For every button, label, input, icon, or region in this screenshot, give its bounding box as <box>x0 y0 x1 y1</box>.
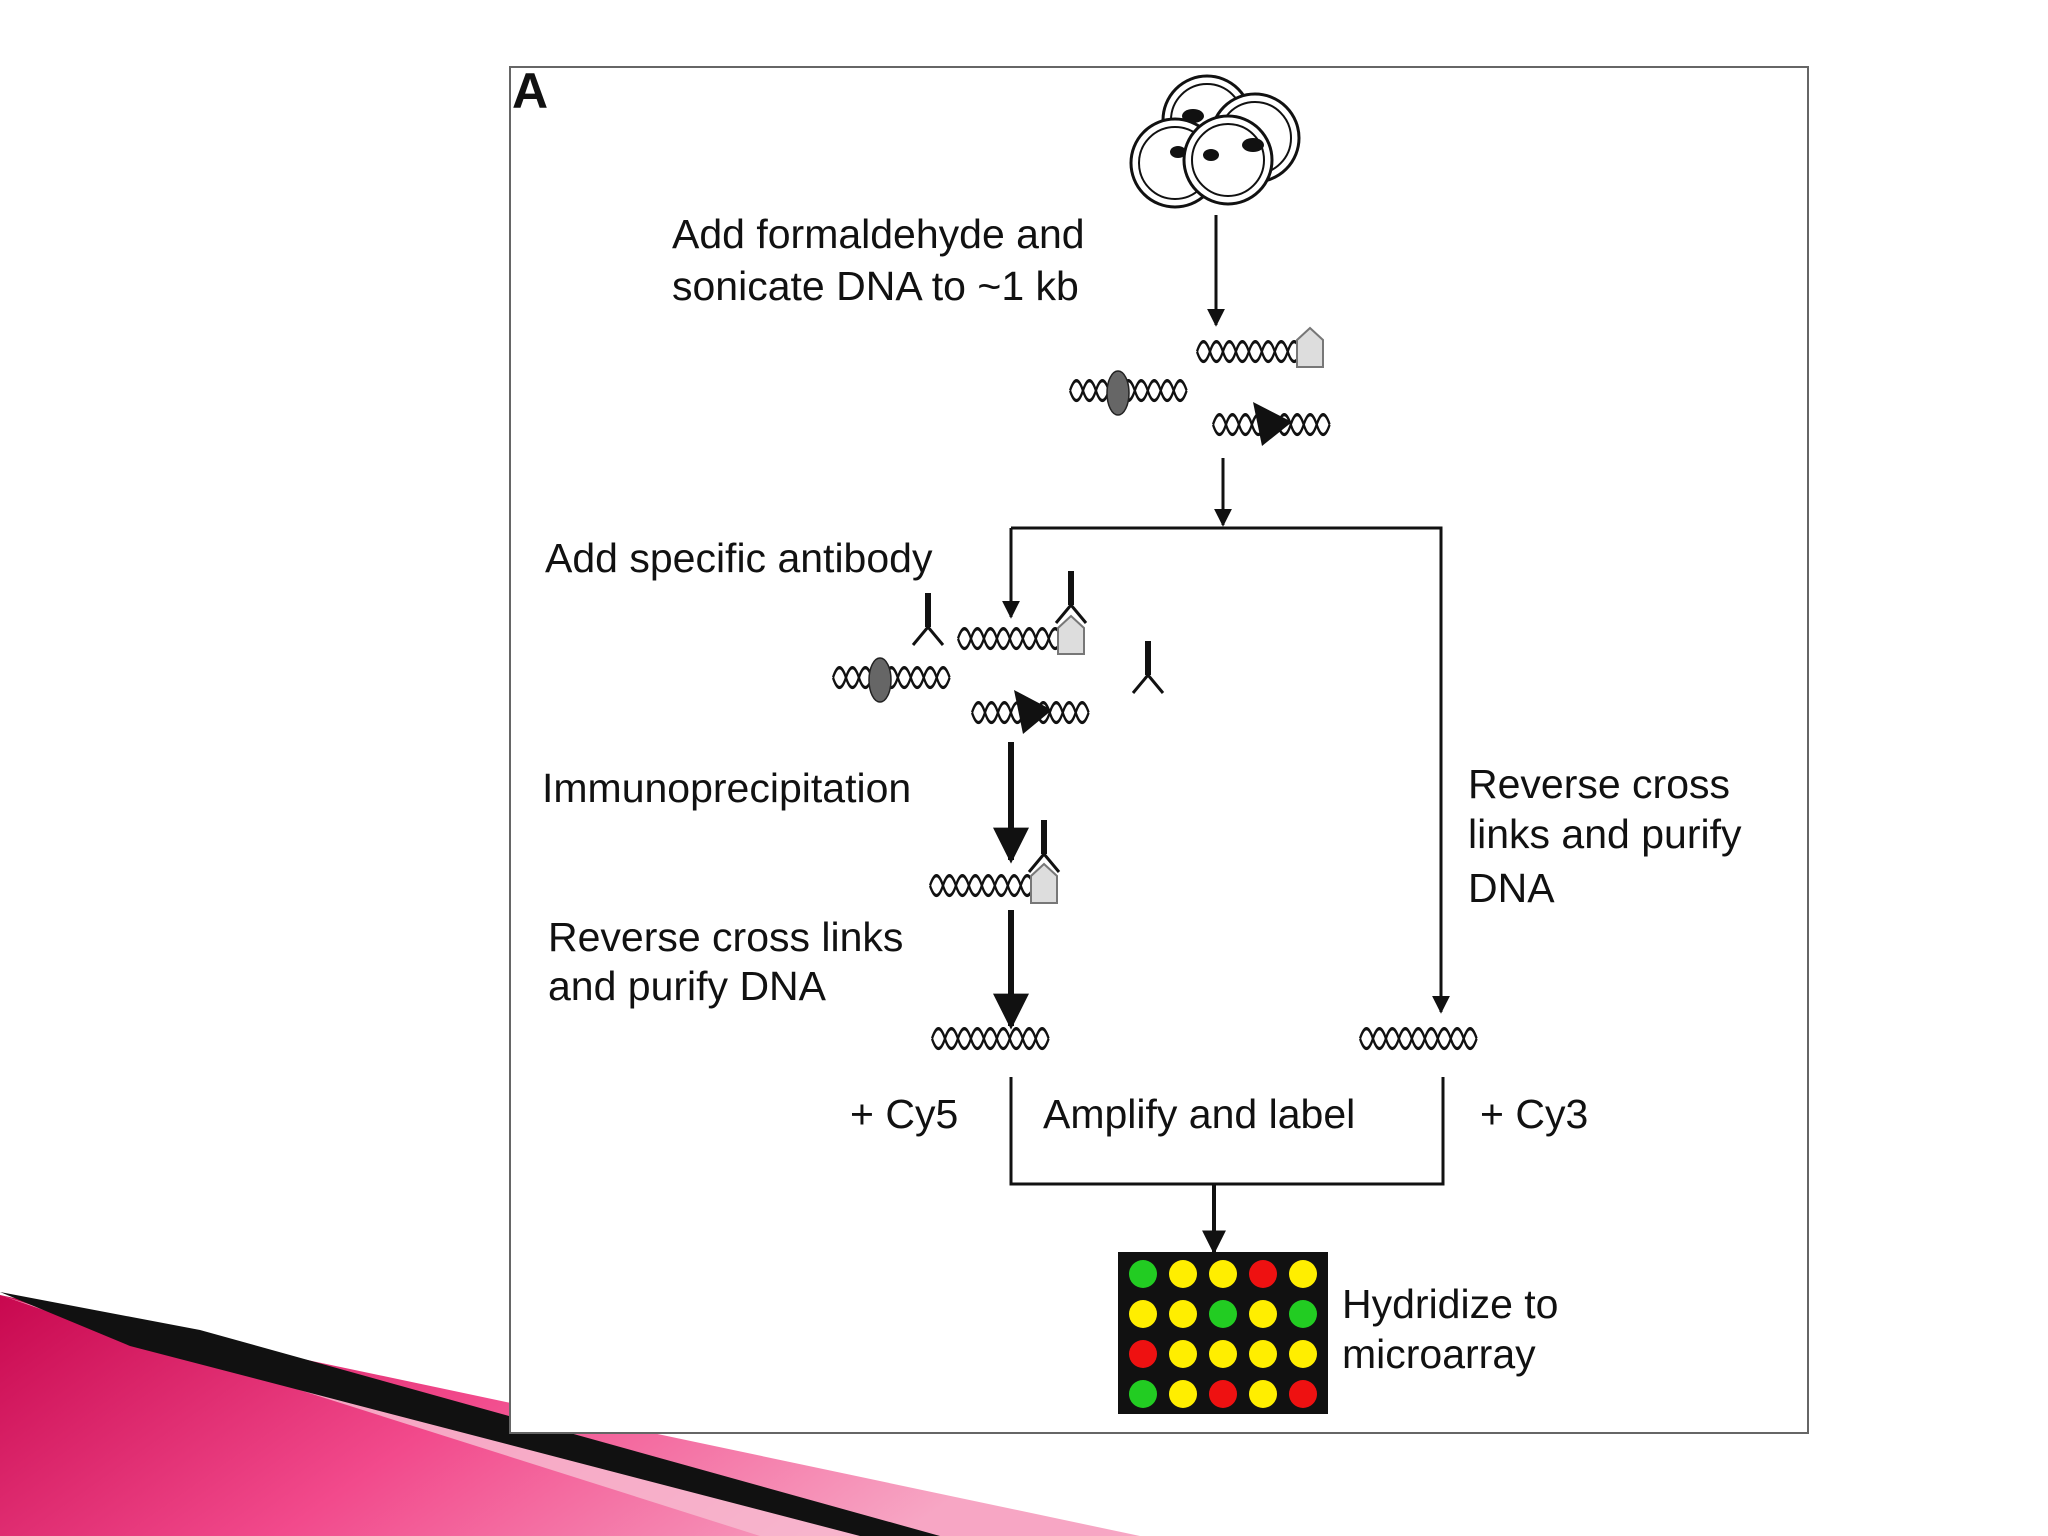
microarray-spot-yellow <box>1249 1340 1277 1368</box>
step-hybridize-line-2: microarray <box>1342 1331 1536 1377</box>
step-ip-label: Immunoprecipitation <box>542 765 911 811</box>
figure-panel-frame <box>509 66 1809 1434</box>
panel-letter: A <box>512 63 548 119</box>
microarray-spot-green <box>1209 1300 1237 1328</box>
step-fix-line-1: Add formaldehyde and <box>672 211 1085 257</box>
step-reverse-left-line-2: and purify DNA <box>548 963 827 1009</box>
cells-icon <box>1129 74 1301 209</box>
microarray-spot-yellow <box>1289 1340 1317 1368</box>
split-bracket-input-branch <box>1011 526 1450 1014</box>
microarray-spot-red <box>1209 1380 1237 1408</box>
microarray-spot-red <box>1249 1260 1277 1288</box>
microarray-spot-green <box>1129 1260 1157 1288</box>
step-reverse-right-line-3: DNA <box>1468 865 1555 911</box>
microarray-spot-yellow <box>1169 1380 1197 1408</box>
microarray-spot-yellow <box>1129 1300 1157 1328</box>
step-reverse-right-line-1: Reverse cross <box>1468 761 1730 807</box>
microarray-spot-yellow <box>1289 1260 1317 1288</box>
microarray-spot-yellow <box>1169 1260 1197 1288</box>
crosslinked-chromatin-icon <box>1068 326 1332 446</box>
cy3-label: + Cy3 <box>1480 1091 1588 1137</box>
step-hybridize-line-1: Hydridize to <box>1342 1281 1558 1327</box>
microarray-spot-yellow <box>1209 1340 1237 1368</box>
microarray-spot-yellow <box>1169 1300 1197 1328</box>
microarray-spot-yellow <box>1209 1260 1237 1288</box>
step-antibody-label: Add specific antibody <box>545 535 933 581</box>
step-reverse-left-line-1: Reverse cross links <box>548 914 903 960</box>
microarray-spot-green <box>1289 1300 1317 1328</box>
amplify-label: Amplify and label <box>1043 1091 1355 1137</box>
microarray-spot-red <box>1289 1380 1317 1408</box>
antibody-chromatin-icon <box>831 571 1163 734</box>
step-reverse-right-line-2: links and purify <box>1468 811 1742 857</box>
microarray-spots <box>1129 1260 1317 1408</box>
step-fix-line-2: sonicate DNA to ~1 kb <box>672 263 1079 309</box>
microarray-spot-yellow <box>1169 1340 1197 1368</box>
microarray-spot-red <box>1129 1340 1157 1368</box>
microarray-spot-yellow <box>1249 1380 1277 1408</box>
cy5-label: + Cy5 <box>850 1091 958 1137</box>
amplify-bracket <box>1009 1077 1445 1186</box>
precipitated-complex-icon <box>928 820 1059 904</box>
microarray-spot-yellow <box>1249 1300 1277 1328</box>
microarray-spot-green <box>1129 1380 1157 1408</box>
